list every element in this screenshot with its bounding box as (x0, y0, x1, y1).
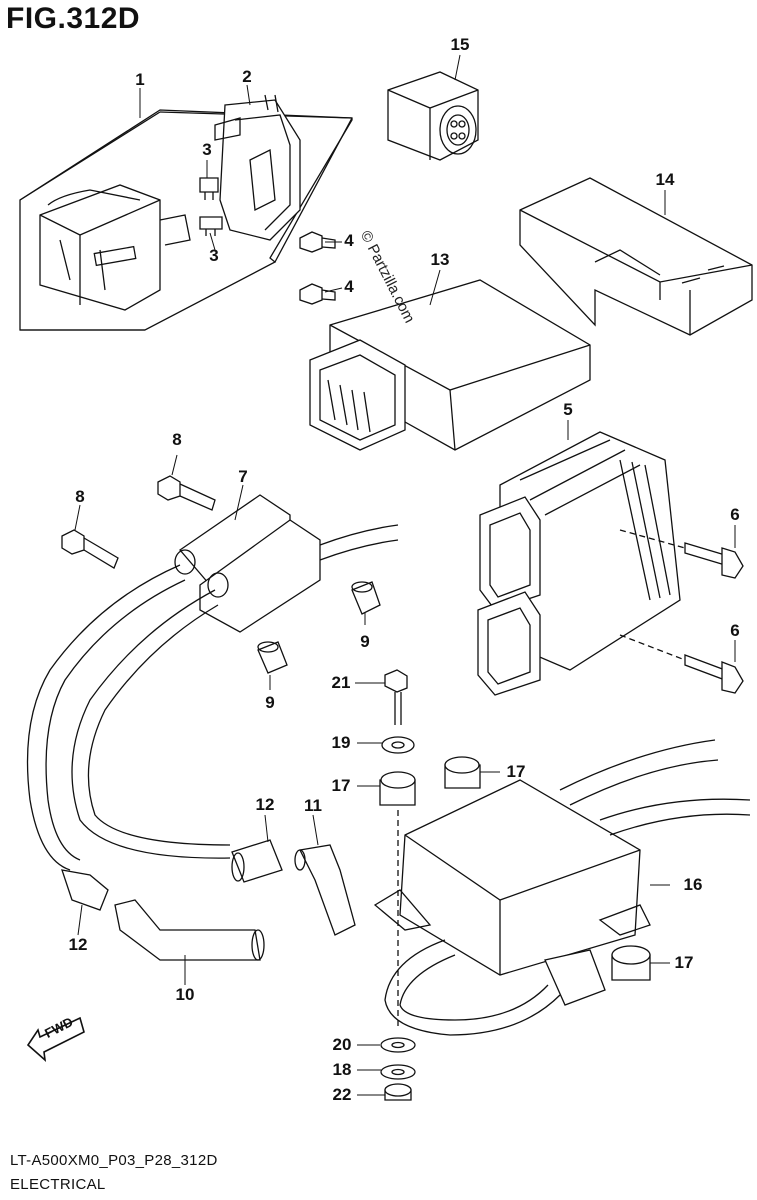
callout-1: 1 (135, 70, 145, 89)
callout-12a: 12 (255, 795, 275, 814)
spark-plug-cords (28, 565, 231, 870)
callout-4b: 4 (344, 277, 354, 296)
callout-9b: 9 (265, 693, 275, 712)
callout-8b: 8 (75, 487, 85, 506)
callout-19: 19 (331, 733, 351, 752)
fuses (200, 178, 222, 236)
callout-18: 18 (332, 1060, 352, 1079)
callout-17b: 17 (506, 762, 526, 781)
section-name: ELECTRICAL (10, 1176, 106, 1193)
diagram-code: LT-A500XM0_P03_P28_312D (10, 1152, 218, 1169)
washers (381, 810, 415, 1100)
callout-13: 13 (430, 250, 450, 269)
callout-7: 7 (238, 467, 248, 486)
callout-3b: 3 (209, 246, 219, 265)
callout-17a: 17 (331, 776, 351, 795)
callout-8a: 8 (172, 430, 182, 449)
callout-22: 22 (332, 1085, 352, 1104)
bolts-4 (300, 232, 335, 304)
callout-12b: 12 (68, 935, 88, 954)
starter-relay (40, 185, 190, 310)
ignition-coil-7 (175, 495, 398, 632)
relay-cover (215, 95, 300, 240)
callout-11: 11 (304, 796, 322, 815)
callout-3a: 3 (202, 140, 212, 159)
leader-lines (75, 55, 735, 1095)
spacers-9 (258, 582, 380, 673)
fwd-arrow (28, 1018, 84, 1060)
callout-20: 20 (332, 1035, 352, 1054)
plug-caps (115, 845, 355, 960)
callout-14: 14 (655, 170, 675, 189)
cover-14 (520, 178, 752, 335)
bolts-6 (620, 530, 743, 693)
page-title: FIG.312D (6, 2, 141, 35)
callout-10: 10 (175, 985, 195, 1004)
ecm-13 (310, 280, 590, 450)
callout-21: 21 (331, 673, 351, 692)
callout-9a: 9 (360, 632, 370, 651)
bolts-8 (62, 476, 215, 568)
callout-17c: 17 (674, 953, 694, 972)
callout-16: 16 (683, 875, 703, 894)
callout-6b: 6 (730, 621, 740, 640)
callout-15: 15 (450, 35, 470, 54)
callout-6a: 6 (730, 505, 740, 524)
connector-15 (388, 72, 478, 160)
callout-2: 2 (242, 67, 252, 86)
noise-caps-12 (62, 840, 282, 910)
callout-4a: 4 (344, 231, 354, 250)
regulator-5 (478, 432, 680, 695)
ecu-16 (375, 740, 750, 1035)
callout-5: 5 (563, 400, 573, 419)
grommets (380, 670, 650, 980)
